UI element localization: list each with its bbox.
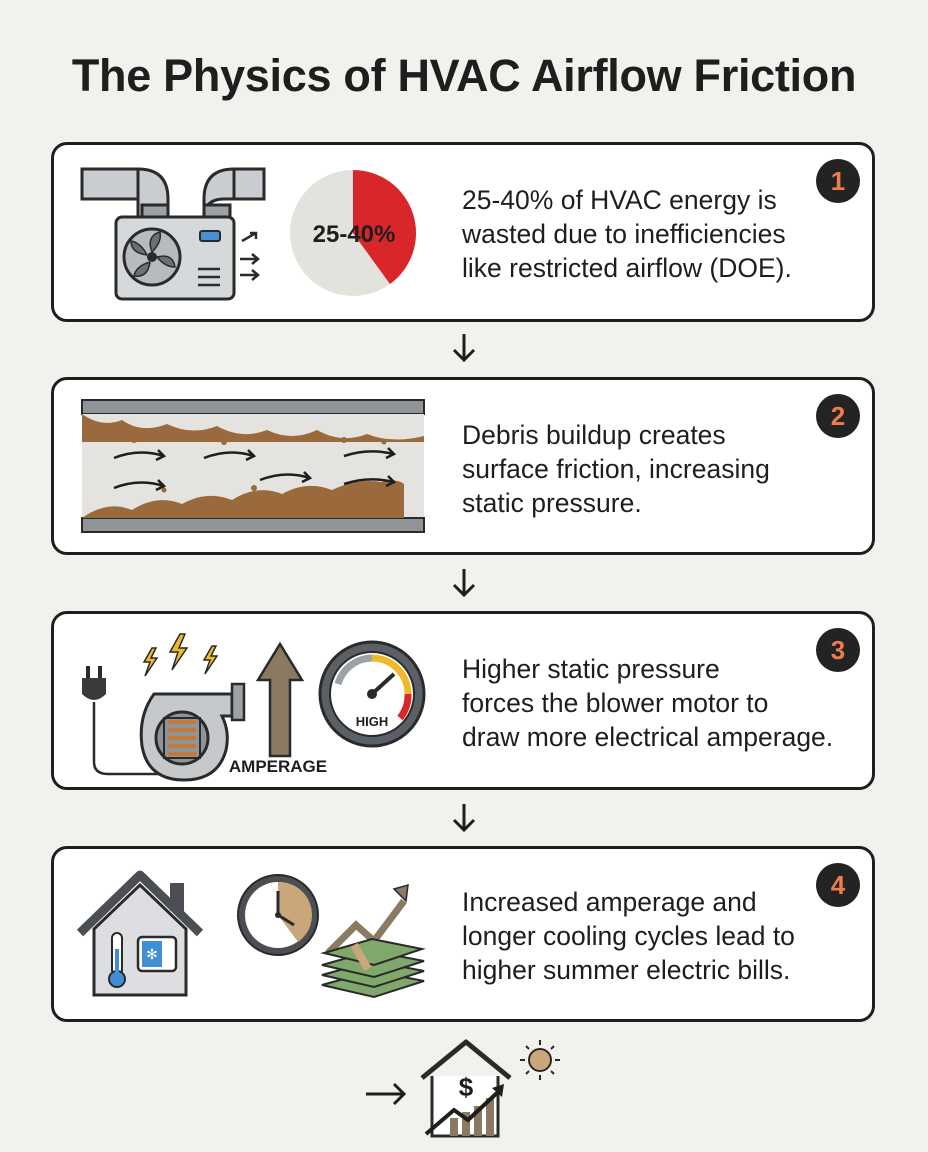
down-arrow-icon: [452, 334, 476, 363]
sun-icon: [520, 1040, 560, 1080]
footer-dollar-sign: $: [459, 1072, 474, 1102]
page-title: The Physics of HVAC Airflow Friction: [71, 50, 857, 101]
step-card-4: ✻ Increased amperage and longer cooling …: [51, 846, 875, 1022]
clogged-duct-icon: [81, 399, 425, 533]
step-badge-2: 2: [816, 394, 860, 438]
step-badge-4: 4: [816, 863, 860, 907]
pie-chart-icon: 25-40%: [290, 170, 417, 296]
plug-icon: [82, 666, 168, 776]
pie-label: 25-40%: [313, 221, 396, 248]
house-cost-chart-icon: $: [420, 1039, 512, 1138]
ac-unit-icon: 25-40%: [80, 167, 417, 301]
step-text-3: Higher static pressure forces the blower…: [462, 654, 834, 752]
step-text-1: 25-40% of HVAC energy is wasted due to i…: [462, 185, 792, 283]
up-arrow-icon: AMPERAGE: [229, 641, 327, 776]
wasted-energy-slice: [353, 170, 417, 284]
pressure-gauge-icon: HIGH: [318, 640, 426, 748]
svg-text:✻: ✻: [146, 947, 158, 963]
clock-icon: [237, 874, 319, 956]
gauge-label: HIGH: [356, 714, 389, 729]
blower-motor-icon: [139, 682, 246, 782]
lightning-icon: [142, 633, 219, 677]
step-text-4: Increased amperage and longer cooling cy…: [462, 887, 795, 985]
step-card-1: 25-40% 25-40% of HVAC energy is wasted d…: [51, 142, 875, 322]
step-card-3: AMPERAGE HIGH Higher static pressure for…: [51, 611, 875, 790]
step-badge-1: 1: [816, 159, 860, 203]
down-arrow-icon: [452, 804, 476, 833]
amperage-label: AMPERAGE: [229, 757, 327, 776]
step-badge-3: 3: [816, 628, 860, 672]
step-card-2: Debris buildup creates surface friction,…: [51, 377, 875, 555]
step-text-2: Debris buildup creates surface friction,…: [462, 420, 770, 518]
right-arrow-icon: [366, 1082, 407, 1106]
house-thermostat-icon: ✻: [76, 870, 204, 997]
down-arrow-icon: [452, 569, 476, 598]
money-rising-icon: [320, 883, 426, 999]
footer-illustration: $: [366, 1039, 560, 1138]
